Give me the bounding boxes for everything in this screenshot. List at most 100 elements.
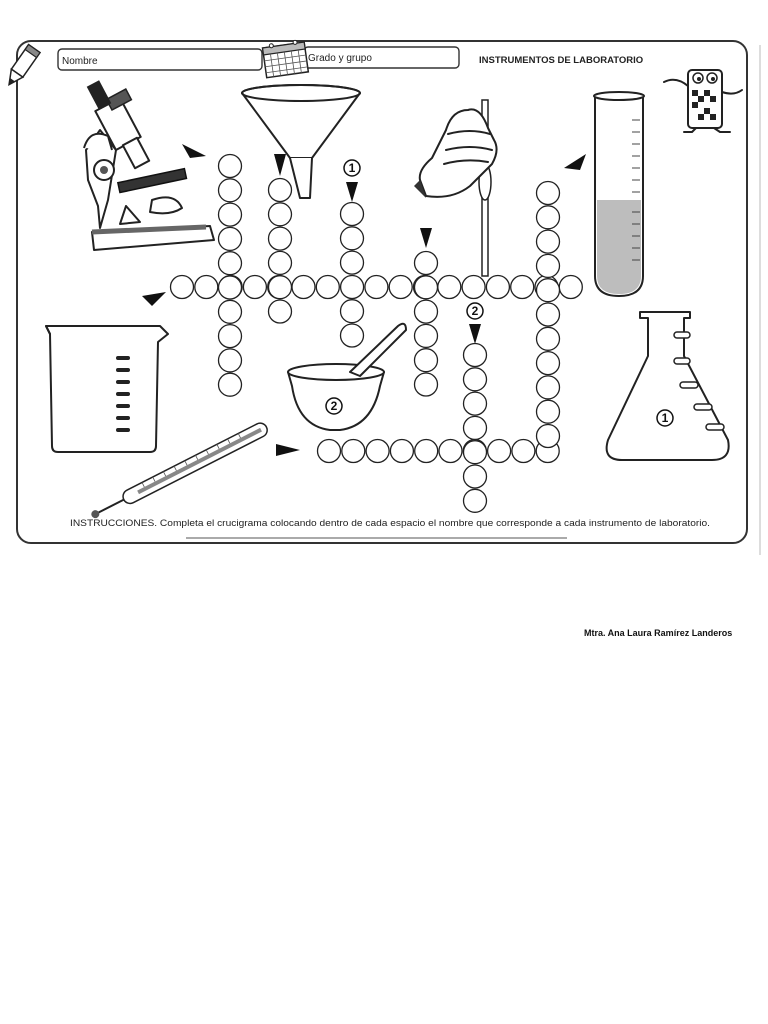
- calendar-icon: [261, 39, 310, 79]
- crossword-cell[interactable]: [242, 274, 268, 300]
- crossword-cell[interactable]: [535, 205, 561, 230]
- crossword-cell[interactable]: [535, 278, 561, 303]
- marker-two-mortar: 2: [325, 397, 343, 415]
- crossword-cell[interactable]: [217, 178, 243, 203]
- crossword-cell[interactable]: [485, 274, 511, 300]
- crossword-cell[interactable]: [315, 274, 340, 300]
- svg-text:1: 1: [349, 161, 356, 175]
- arrow-word-two: [469, 324, 481, 344]
- crossword-cell[interactable]: [535, 350, 561, 376]
- microscope-icon: [83, 80, 215, 251]
- marker-two-top: 2: [466, 302, 484, 320]
- crossword-cell[interactable]: [461, 274, 486, 300]
- crossword-cell[interactable]: [217, 275, 243, 300]
- crossword-cell[interactable]: [511, 438, 536, 464]
- crossword-cell[interactable]: [414, 438, 439, 464]
- crossword-cell[interactable]: [291, 274, 316, 300]
- test-tube-icon: [593, 91, 645, 297]
- arrow-word-one: [346, 182, 358, 202]
- crossword-cell[interactable]: [341, 438, 366, 464]
- pointer-arrows: [142, 144, 586, 456]
- erlenmeyer-flask-icon: [605, 311, 730, 461]
- crossword-cell[interactable]: [413, 372, 439, 397]
- crossword-cell[interactable]: [217, 372, 243, 397]
- crossword-cell[interactable]: [388, 274, 413, 300]
- arrow-test-tube: [564, 154, 586, 170]
- crossword-cell[interactable]: [437, 274, 462, 300]
- crossword-cell[interactable]: [558, 274, 583, 300]
- crossword-cell[interactable]: [462, 391, 488, 416]
- crossword-cell[interactable]: [316, 438, 342, 464]
- crossword-cell[interactable]: [339, 323, 365, 348]
- arrow-funnel: [274, 154, 286, 176]
- name-field[interactable]: [57, 48, 263, 71]
- crossword-cell[interactable]: [217, 299, 243, 324]
- crossword-cell[interactable]: [267, 275, 293, 300]
- crossword-cell[interactable]: [217, 251, 243, 276]
- crossword-cell[interactable]: [217, 323, 243, 349]
- crossword-cell[interactable]: [365, 438, 390, 464]
- crossword-cell[interactable]: [510, 274, 535, 300]
- crossword-cell[interactable]: [535, 399, 561, 424]
- svg-text:2: 2: [472, 304, 479, 318]
- crossword-cell[interactable]: [413, 299, 439, 324]
- beaker-icon: [45, 325, 169, 453]
- crossword-cell[interactable]: [535, 326, 561, 351]
- crossword-cell[interactable]: [413, 250, 439, 276]
- crossword-cell[interactable]: [267, 250, 293, 276]
- crossword-cell[interactable]: [217, 226, 243, 252]
- crossword-cell[interactable]: [267, 299, 293, 324]
- arrow-microscope: [182, 144, 206, 158]
- svg-text:2: 2: [331, 399, 338, 413]
- crossword-cell[interactable]: [462, 415, 488, 441]
- marker-one-flask: 1: [656, 409, 674, 427]
- crossword-cell[interactable]: [413, 348, 439, 373]
- crossword-cell[interactable]: [462, 342, 488, 368]
- crossword-cell[interactable]: [194, 274, 219, 300]
- crossword-cell[interactable]: [462, 440, 488, 465]
- crossword-cell[interactable]: [217, 153, 243, 179]
- crossword-mascot-icon: [663, 69, 743, 133]
- crossword-cell[interactable]: [413, 275, 439, 300]
- arrow-pipette: [420, 228, 432, 248]
- crossword-cell[interactable]: [535, 375, 561, 400]
- crossword-cell[interactable]: [339, 299, 365, 324]
- crossword-cell[interactable]: [339, 226, 365, 251]
- crossword-cell[interactable]: [535, 253, 561, 279]
- pencil-icon: [8, 43, 42, 87]
- crossword-cell[interactable]: [169, 274, 195, 300]
- crossword-cell[interactable]: [389, 438, 415, 464]
- crossword-cell[interactable]: [267, 202, 293, 227]
- crossword-cell[interactable]: [486, 438, 512, 464]
- pipette-icon: [414, 99, 498, 277]
- author-credit: Mtra. Ana Laura Ramírez Landeros: [584, 628, 733, 638]
- arrow-beaker: [142, 292, 166, 306]
- crossword-cell[interactable]: [364, 274, 389, 300]
- crossword-cell[interactable]: [438, 438, 463, 464]
- crossword-cell[interactable]: [462, 464, 488, 489]
- crossword-cell[interactable]: [535, 302, 561, 327]
- marker-one-top: 1: [343, 159, 361, 177]
- crossword-cell[interactable]: [267, 226, 293, 251]
- worksheet-title: INSTRUMENTOS DE LABORATORIO: [479, 55, 643, 66]
- group-label: Grado y grupo: [308, 53, 372, 64]
- arrow-thermometer: [276, 444, 300, 456]
- crossword-cell[interactable]: [267, 177, 293, 203]
- crossword-cell[interactable]: [217, 202, 243, 227]
- crossword-cell[interactable]: [339, 201, 365, 227]
- name-label: Nombre: [62, 56, 98, 67]
- instructions-text: INSTRUCCIONES. Completa el crucigrama co…: [70, 518, 710, 529]
- svg-text:1: 1: [662, 411, 669, 425]
- crossword-cell[interactable]: [462, 488, 488, 513]
- crossword-cell[interactable]: [535, 423, 561, 449]
- crossword-cell[interactable]: [535, 180, 561, 206]
- crossword-cell[interactable]: [462, 367, 488, 392]
- crossword-cell[interactable]: [413, 323, 439, 349]
- thermometer-icon: [91, 422, 268, 519]
- crossword-cell[interactable]: [339, 274, 365, 300]
- crossword-cell[interactable]: [339, 250, 365, 275]
- crossword-cell[interactable]: [535, 229, 561, 254]
- crossword-cell[interactable]: [217, 348, 243, 373]
- funnel-icon: [241, 84, 361, 199]
